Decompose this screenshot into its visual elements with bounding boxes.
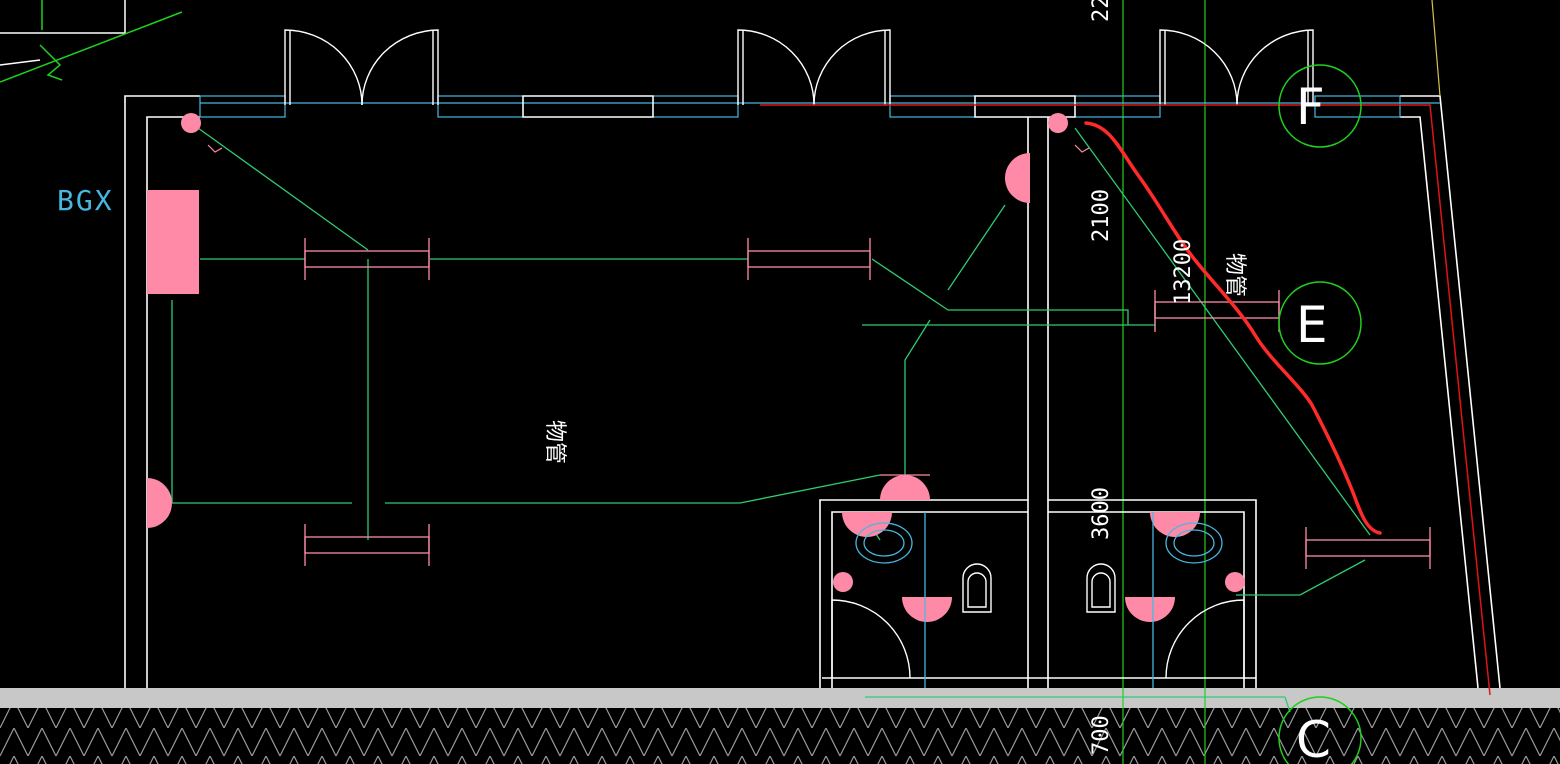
lamp-leader-lines	[207, 144, 1090, 476]
stair-fragment	[0, 0, 126, 66]
top-glazing	[199, 95, 1440, 118]
grid-axes	[1122, 0, 1206, 764]
property-line	[760, 104, 1491, 696]
site-boundary	[1431, 0, 1441, 97]
building-walls	[124, 95, 1501, 689]
revision-markup	[1084, 121, 1382, 535]
washbasin-icon	[855, 512, 1223, 688]
dimension-2100: 2100	[1089, 189, 1114, 242]
electrical-panel-icon	[147, 190, 199, 294]
dimension-top: 22	[1089, 0, 1114, 22]
axis-bubbles	[1278, 64, 1362, 764]
axis-label-mid: E	[1296, 296, 1328, 354]
fluorescent-tube-icon	[304, 238, 1431, 569]
distribution-box-label: BGX	[57, 184, 114, 217]
room-label-right: 物管	[1222, 253, 1247, 297]
dimension-3600: 3600	[1089, 487, 1114, 540]
ground-slab	[0, 688, 1560, 764]
dimension-700: 700	[1089, 715, 1114, 755]
stair-arrow	[0, 0, 183, 83]
swing-door-icon	[284, 29, 1314, 679]
axis-label-top: F	[1296, 78, 1325, 136]
axis-label-bottom: C	[1296, 711, 1331, 764]
ceiling-light-icon	[181, 113, 1245, 592]
circuit-wiring	[171, 127, 1371, 713]
room-label-main: 物管	[542, 420, 567, 464]
top-wall-segments	[522, 95, 1076, 118]
urinal-icon	[962, 563, 1116, 613]
dimension-13200: 13200	[1171, 239, 1196, 305]
